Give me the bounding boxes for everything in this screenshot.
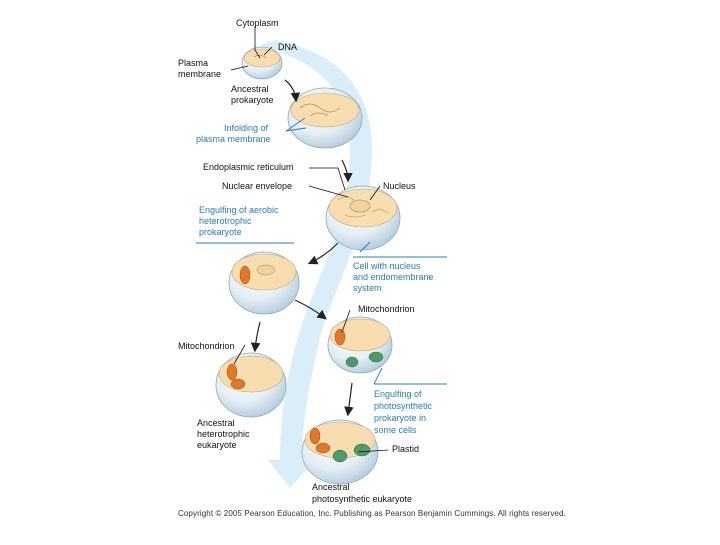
pointer-lines [230, 26, 389, 453]
label-engulfing-aerobic-2: heterotrophic [199, 216, 252, 226]
label-cell-nucleus-1: Cell with nucleus [353, 261, 421, 271]
label-ancestral-prokaryote-1: Ancestral [231, 84, 269, 94]
label-cytoplasm: Cytoplasm [236, 18, 279, 28]
label-engulfing-photo-2: photosynthetic [374, 401, 433, 411]
pointer-lines-blue [196, 117, 447, 385]
label-ancestral-prokaryote-2: prokaryote [231, 95, 274, 105]
cell-ancestral-photosynthetic-eukaryote [301, 419, 379, 485]
label-infolding-2: plasma membrane [196, 134, 271, 144]
label-plastid: Plastid [392, 444, 420, 454]
label-engulfing-aerobic-1: Engulfing of aerobic [199, 205, 279, 215]
label-engulfing-photo-3: prokaryote in [374, 413, 427, 423]
label-ancestral-photo-1: Ancestral [312, 482, 350, 492]
label-mitochondrion-left: Mitochondrion [178, 341, 235, 351]
label-engulfing-aerobic-3: prokaryote [199, 227, 242, 237]
label-ancestral-hetero-1: Ancestral [197, 418, 235, 428]
cell-ancestral-prokaryote-small [241, 46, 283, 80]
label-mitochondrion-right: Mitochondrion [358, 304, 415, 314]
label-plasma-membrane-1: Plasma [178, 58, 209, 68]
label-ancestral-hetero-3: eukaryote [197, 440, 237, 450]
cell-with-mitochondrion [327, 316, 393, 374]
process-arrows [250, 79, 354, 417]
label-cell-nucleus-3: system [353, 283, 382, 293]
label-infolding-1: Infolding of [224, 123, 269, 133]
label-nucleus: Nucleus [383, 181, 416, 191]
label-plasma-membrane-2: membrane [178, 69, 222, 79]
label-engulfing-photo-1: Engulfing of [374, 389, 422, 399]
cell-infolding [287, 87, 363, 149]
label-cell-nucleus-2: and endomembrane [353, 272, 434, 282]
label-ancestral-photo-2: photosynthetic eukaryote [312, 494, 413, 504]
cell-ancestral-heterotrophic-eukaryote [215, 352, 287, 418]
label-dna: DNA [278, 42, 298, 52]
copyright-notice: Copyright © 2005 Pearson Education, Inc.… [178, 509, 566, 518]
label-nuclear-envelope: Nuclear envelope [222, 181, 293, 191]
label-ancestral-hetero-2: heterotrophic [197, 429, 250, 439]
cell-engulfing-aerobic [228, 251, 300, 315]
cell-nucleus-endomembrane [325, 185, 401, 251]
label-engulfing-photo-4: some cells [374, 425, 417, 435]
label-endoplasmic-reticulum: Endoplasmic reticulum [203, 162, 294, 172]
